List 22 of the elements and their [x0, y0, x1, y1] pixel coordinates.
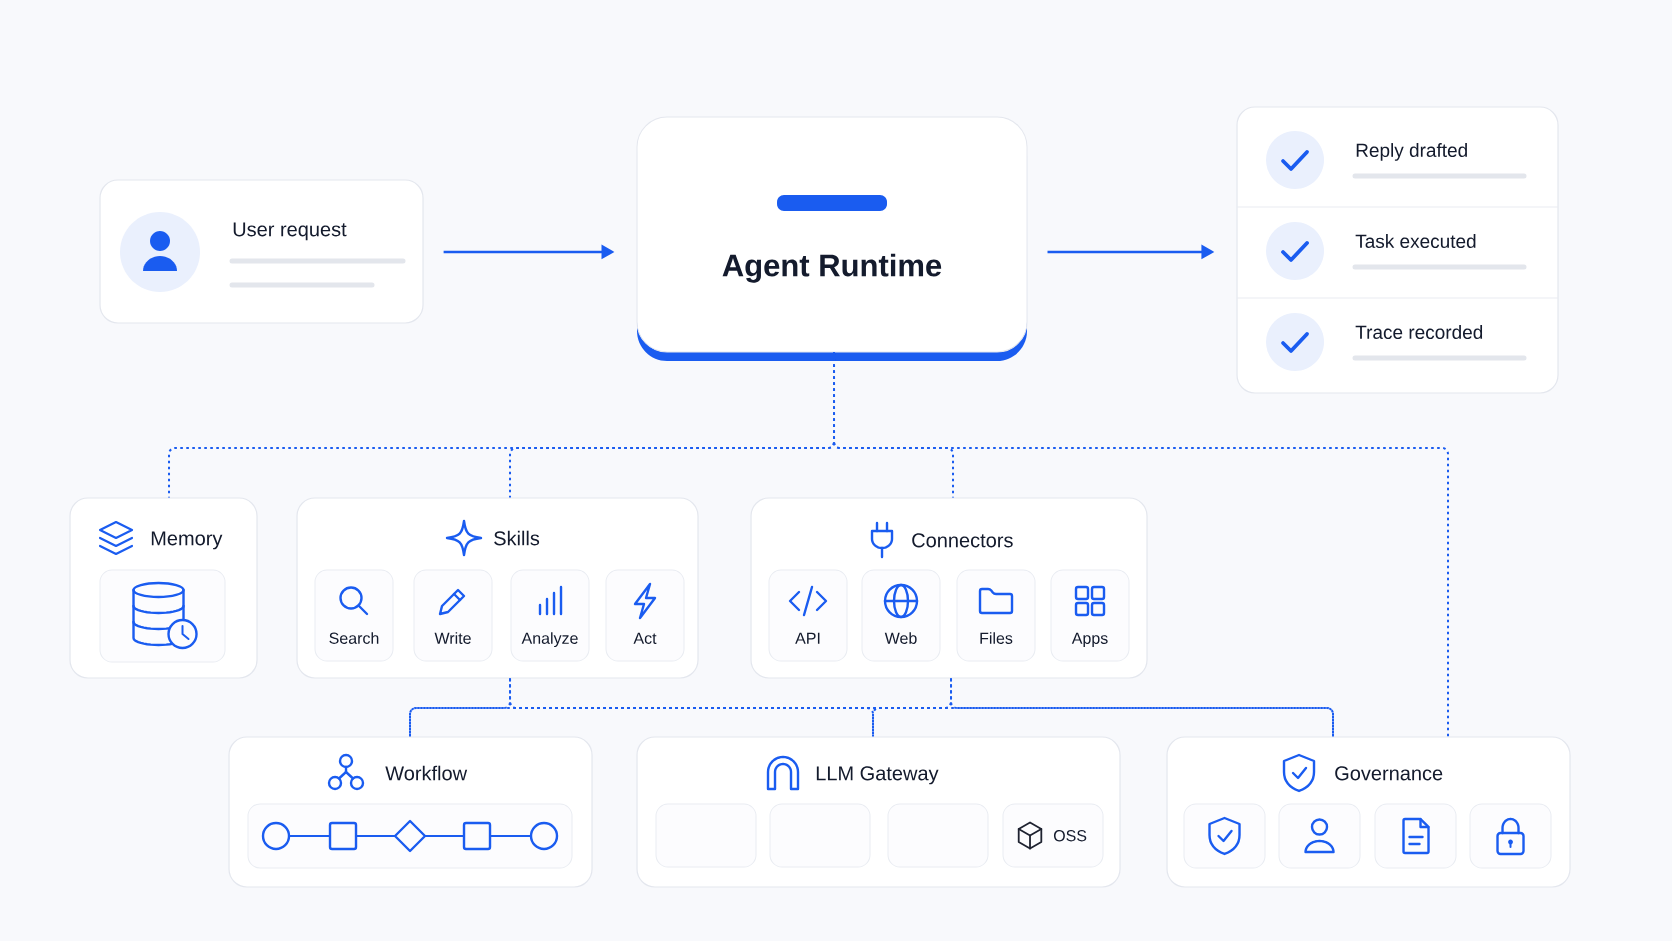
runtime-box: Agent Runtime	[636, 116, 1028, 361]
status-text: Trace recorded	[1355, 325, 1483, 339]
card-heading: Workflow	[385, 765, 468, 781]
status-text: Task executed	[1355, 234, 1476, 248]
model-tile: OSS	[1002, 803, 1104, 868]
card-heading: LLM Gateway	[816, 766, 939, 785]
request-title: User request	[233, 222, 347, 241]
status-text: Reply drafted	[1356, 143, 1467, 161]
connector-tile: Files	[956, 569, 1036, 662]
dotted-connector	[833, 351, 1449, 738]
skill-tile: Act	[605, 569, 685, 662]
card-heading: Skills	[494, 530, 540, 546]
card-heading: Memory	[151, 531, 223, 550]
dotted-connector	[950, 677, 1334, 738]
connector-tile: Web	[861, 569, 941, 662]
skill-tile: Analyze	[510, 569, 590, 662]
card-heading: Governance	[1335, 766, 1443, 781]
card-heading: Connectors	[912, 533, 1013, 548]
connector-tile: API	[768, 569, 848, 662]
skill-tile: Search	[314, 569, 394, 662]
skill-tile: Write	[413, 569, 493, 662]
connector-tile: Apps	[1050, 569, 1130, 662]
